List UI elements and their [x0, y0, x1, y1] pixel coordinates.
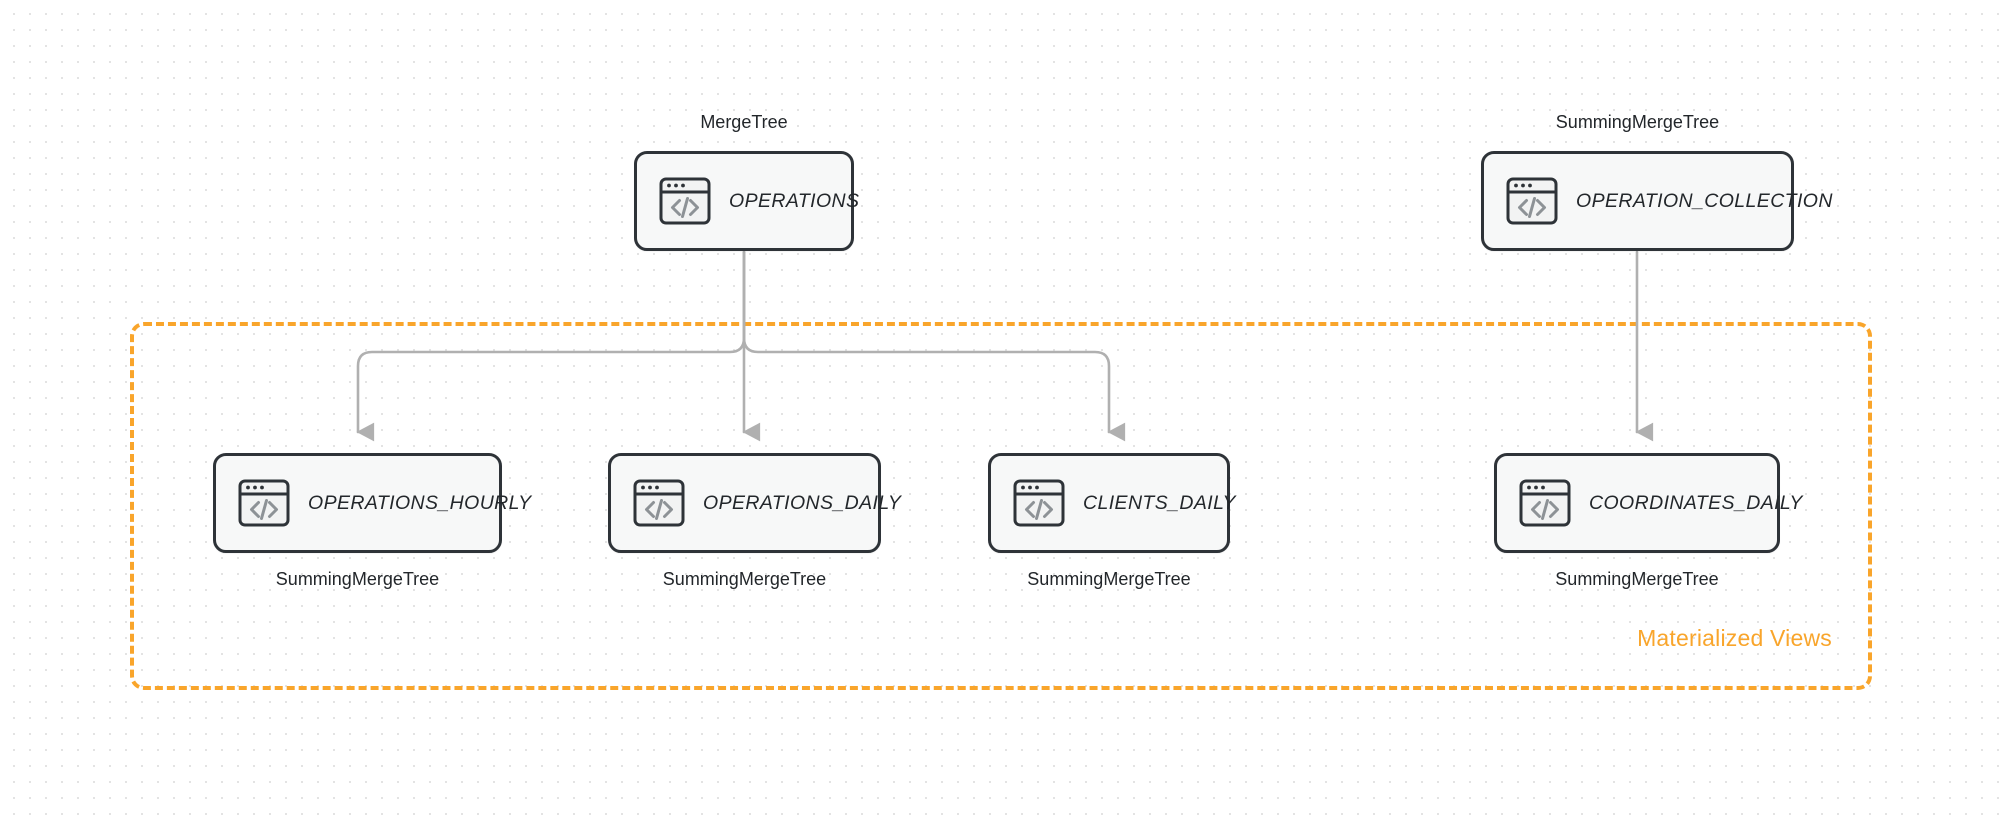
materialized-views-label: Materialized Views [1637, 625, 1832, 651]
node-operations-hourly[interactable]: OPERATIONS_HOURLY [213, 453, 531, 553]
engine-caption-clients-daily: SummingMergeTree [1027, 569, 1191, 589]
code-window-icon [1013, 479, 1065, 527]
node-clients-daily[interactable]: CLIENTS_DAILY [988, 453, 1236, 553]
node-label: OPERATIONS_DAILY [703, 491, 902, 514]
engine-caption-operations: MergeTree [700, 112, 788, 132]
node-coordinates-daily[interactable]: COORDINATES_DAILY [1494, 453, 1802, 553]
engine-caption-operation-collection: SummingMergeTree [1555, 112, 1720, 132]
code-window-icon [1506, 177, 1558, 225]
node-operations-daily[interactable]: OPERATIONS_DAILY [608, 453, 901, 553]
node-label: OPERATIONS [729, 189, 860, 212]
code-window-icon [1519, 479, 1571, 527]
code-window-icon [1506, 177, 1558, 225]
engine-caption-operations-daily: SummingMergeTree [662, 569, 827, 589]
code-window-icon [1013, 479, 1065, 527]
code-window-icon [633, 479, 685, 527]
code-window-icon [238, 479, 290, 527]
node-operations[interactable]: OPERATIONS [634, 151, 859, 251]
code-window-icon [1519, 479, 1571, 527]
node-label: CLIENTS_DAILY [1083, 491, 1236, 514]
code-window-icon [633, 479, 685, 527]
engine-caption-coordinates-daily: SummingMergeTree [1555, 569, 1719, 589]
code-window-icon [238, 479, 290, 527]
code-window-icon [659, 177, 711, 225]
engine-caption-operations-hourly: SummingMergeTree [275, 569, 440, 589]
node-label: OPERATION_COLLECTION [1576, 189, 1833, 212]
node-operation-collection[interactable]: OPERATION_COLLECTION [1481, 151, 1832, 251]
node-label: OPERATIONS_HOURLY [308, 491, 532, 514]
code-window-icon [659, 177, 711, 225]
node-label: COORDINATES_DAILY [1589, 491, 1803, 514]
